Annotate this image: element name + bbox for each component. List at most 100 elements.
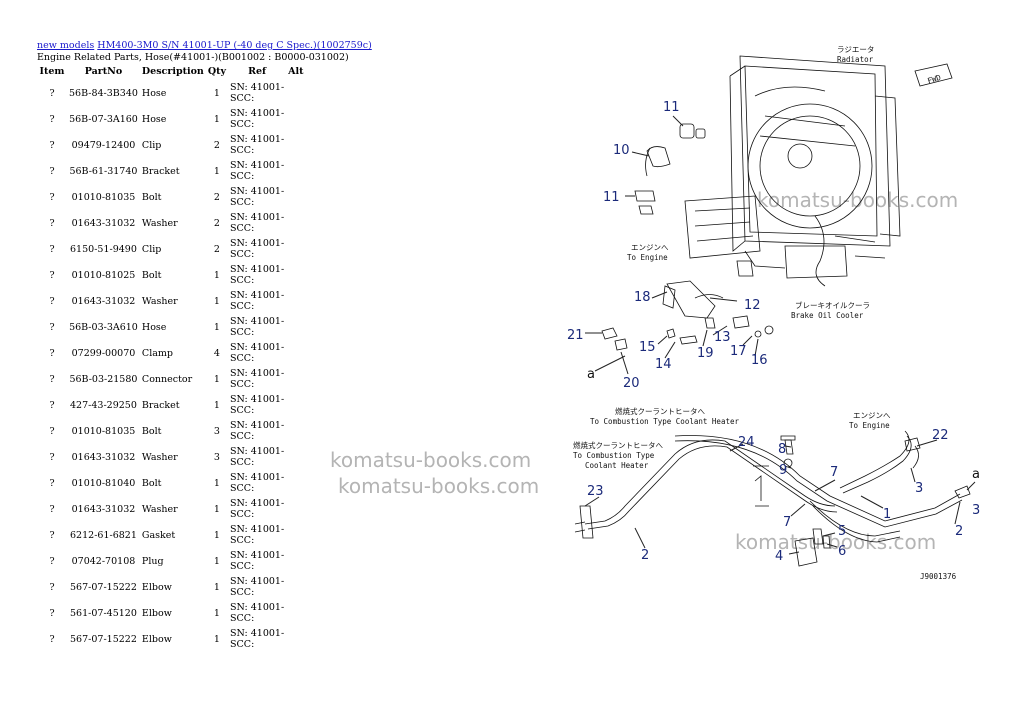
cell-partno: 6150-51-9490 [70,243,137,255]
radiator-assembly-drawing [684,55,901,287]
breadcrumb-link-new-models[interactable]: new models [37,40,95,51]
cell-alt [286,314,310,340]
cell-description: Bracket [141,165,180,177]
ref-scc: SCC: [230,353,255,364]
ref-serial: SN: 41001- [230,212,285,223]
ref-serial: SN: 41001- [230,186,285,197]
watermark: komatsu-books.com [757,188,959,212]
cell-qty: 1 [213,503,220,515]
cell-qty: 1 [213,529,220,541]
to-combustion2-label-a: To Combustion Type [573,451,655,460]
ref-scc: SCC: [230,561,255,572]
callout-22: 22 [932,428,949,443]
callout-19: 19 [697,346,714,361]
cell-description: Elbow [141,633,172,645]
cell-item: ? [49,451,55,463]
breadcrumb-link-model[interactable]: HM400-3M0 S/N 41001-UP (-40 deg C Spec.)… [97,40,372,51]
cell-partno: 6212-61-6821 [70,529,137,541]
cell-description: Bolt [141,425,162,437]
col-header-alt: Alt [288,66,304,77]
cell-qty: 2 [213,243,220,255]
cell-partno: 07042-70108 [71,555,136,567]
cell-alt [286,158,310,184]
cell-alt [286,106,310,132]
ref-serial: SN: 41001- [230,602,285,613]
cell-item: ? [49,191,55,203]
cell-description: Bolt [141,191,162,203]
cell-ref: SN: 41001-SCC: [228,600,286,626]
cell-ref: SN: 41001-SCC: [228,314,286,340]
brake-oil-label: Brake Oil Cooler [791,311,864,320]
cell-partno: 56B-61-31740 [69,165,138,177]
cell-description: Clip [141,243,162,255]
callout-15: 15 [639,340,656,355]
callout-21: 21 [567,328,584,343]
cell-item: ? [49,477,55,489]
cell-partno: 567-07-15222 [70,581,137,593]
ref-scc: SCC: [230,145,255,156]
callout-11: 11 [603,190,620,205]
cell-alt [286,418,310,444]
ref-scc: SCC: [230,171,255,182]
callout-7: 7 [783,515,791,530]
cell-partno: 56B-07-3A160 [69,113,138,125]
cell-description: Washer [141,451,178,463]
cell-ref: SN: 41001-SCC: [228,418,286,444]
to-engine2-label-jp: エンジンへ [853,411,891,420]
cell-alt [286,626,310,652]
cell-qty: 1 [213,399,220,411]
cell-qty: 2 [213,139,220,151]
callout-16: 16 [751,353,768,368]
cell-ref: SN: 41001-SCC: [228,80,286,106]
cell-qty: 1 [213,165,220,177]
callout-5: 5 [838,524,846,539]
cell-description: Washer [141,295,178,307]
cell-alt [286,522,310,548]
callout-3: 3 [972,503,980,518]
cell-ref: SN: 41001-SCC: [228,470,286,496]
brake-oil-label-jp: ブレーキオイルクーラ [795,300,870,310]
callout-23: 23 [587,484,604,499]
cell-alt [286,236,310,262]
cell-description: Bracket [141,399,180,411]
callout-7: 7 [830,465,838,480]
callout-6: 6 [838,544,846,559]
cell-item: ? [49,87,55,99]
ref-serial: SN: 41001- [230,472,285,483]
cell-item: ? [49,295,55,307]
cell-description: Washer [141,217,178,229]
cell-partno: 01643-31032 [71,217,136,229]
callout-12: 12 [744,298,761,313]
cell-item: ? [49,269,55,281]
cell-partno: 01010-81035 [71,191,136,203]
cell-item: ? [49,607,55,619]
cell-qty: 1 [213,581,220,593]
upper-leader-lines [585,115,759,375]
ref-scc: SCC: [230,379,255,390]
cell-item: ? [49,243,55,255]
cell-ref: SN: 41001-SCC: [228,392,286,418]
heater2-label-jp: 燃焼式クーラントヒータへ [573,440,663,450]
cell-alt [286,366,310,392]
ref-scc: SCC: [230,535,255,546]
cell-alt [286,392,310,418]
cell-alt [286,184,310,210]
cell-ref: SN: 41001-SCC: [228,236,286,262]
cell-partno: 01643-31032 [71,451,136,463]
cell-description: Hose [141,113,167,125]
ref-scc: SCC: [230,405,255,416]
cell-description: Gasket [141,529,176,541]
col-header-ref: Ref [248,66,267,77]
table-header-row: Item PartNo Description Qty Ref Alt [37,66,310,80]
cell-qty: 1 [213,607,220,619]
ref-scc: SCC: [230,483,255,494]
cell-ref: SN: 41001-SCC: [228,574,286,600]
cell-partno: 567-07-15222 [70,633,137,645]
ref-scc: SCC: [230,457,255,468]
